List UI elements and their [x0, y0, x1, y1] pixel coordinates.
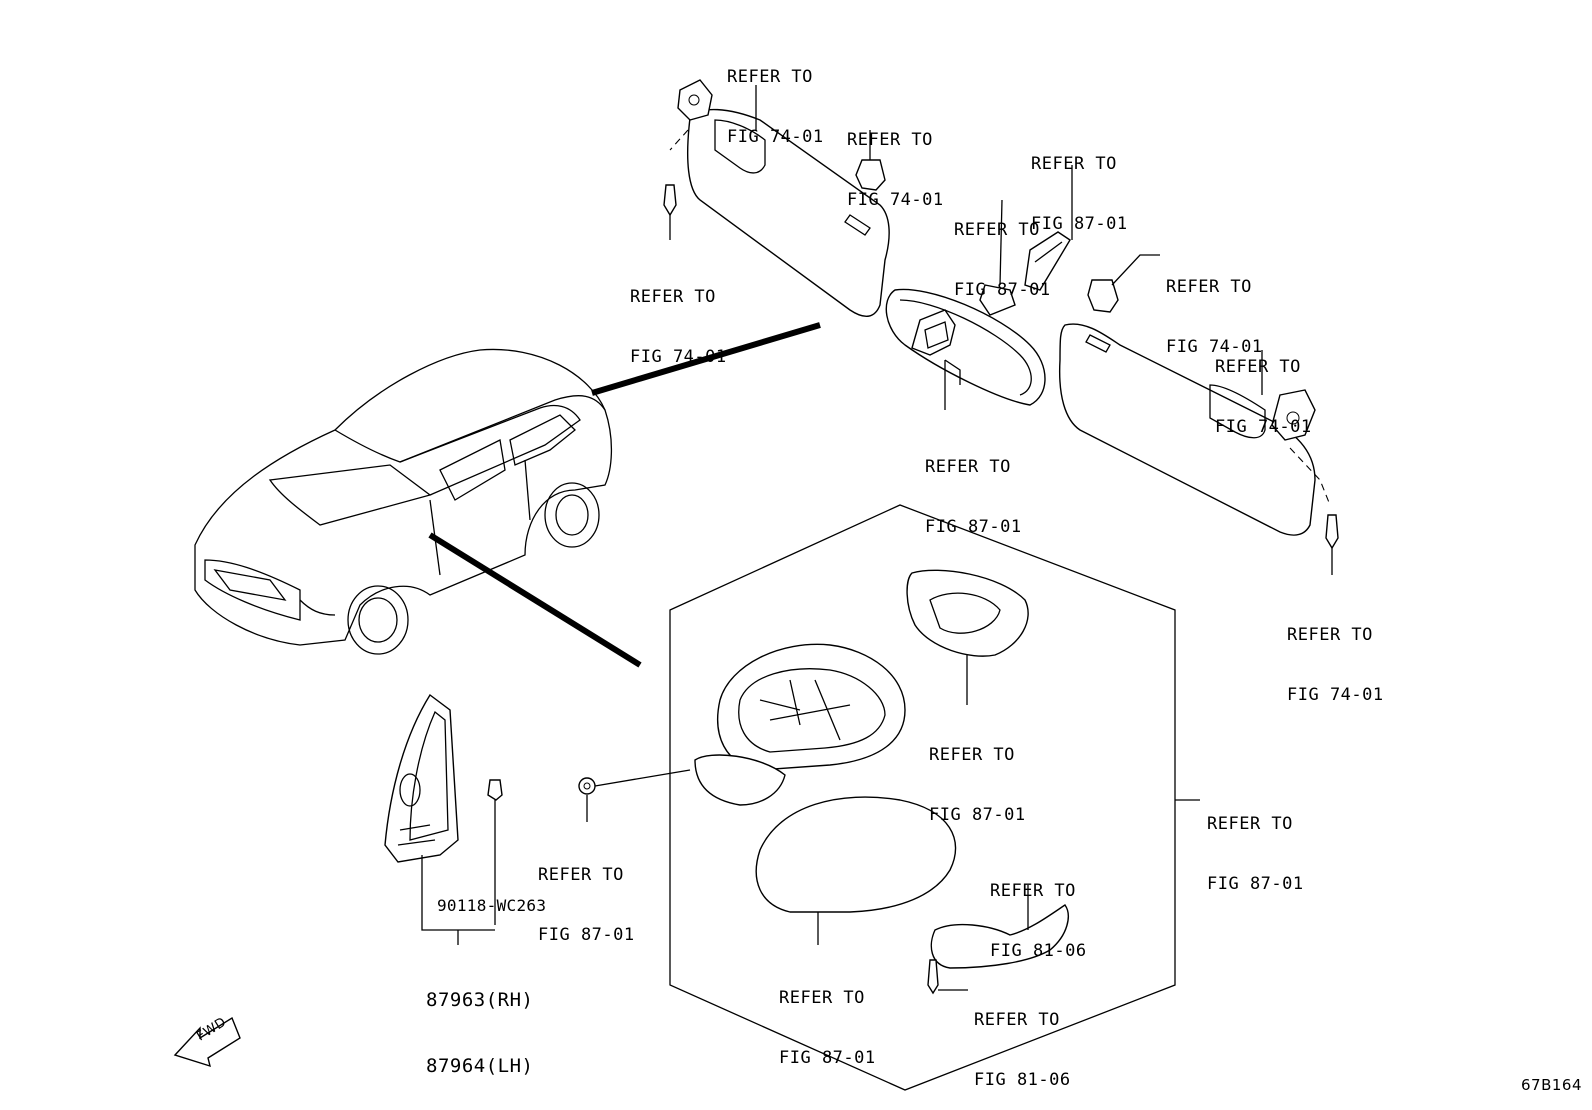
ref-text: REFER TO: [847, 130, 933, 150]
ref-text: REFER TO: [1215, 357, 1301, 377]
sun-visor-rh: [663, 79, 890, 317]
ref-text: REFER TO: [1166, 277, 1252, 297]
ref-text: REFER TO: [779, 988, 865, 1008]
ref-outer-mirror-assy[interactable]: REFER TO FIG 87-01: [1207, 774, 1304, 914]
garnish-and-clip: [384, 693, 503, 945]
ref-fig: FIG 74-01: [630, 347, 727, 367]
ref-turn-lamp-screw[interactable]: REFER TO FIG 81-06: [974, 970, 1071, 1110]
ref-fig: FIG 74-01: [1287, 685, 1384, 705]
ref-text: REFER TO: [974, 1010, 1060, 1030]
ref-visor-clip-right[interactable]: REFER TO FIG 74-01: [1166, 237, 1263, 377]
ref-fig: FIG 87-01: [538, 925, 635, 945]
ref-mirror-mount[interactable]: REFER TO FIG 87-01: [954, 180, 1051, 320]
ref-visor-rh-top[interactable]: REFER TO FIG 74-01: [727, 27, 824, 167]
ref-visor-screw-left[interactable]: REFER TO FIG 74-01: [630, 247, 727, 387]
ref-fig: FIG 87-01: [1207, 874, 1304, 894]
ref-text: REFER TO: [1031, 154, 1117, 174]
ref-visor-lh-hinge[interactable]: REFER TO FIG 74-01: [1215, 317, 1312, 457]
ref-fig: FIG 74-01: [1166, 337, 1263, 357]
outer-mirror-group: [578, 504, 1200, 1091]
ref-fig: FIG 74-01: [1215, 417, 1312, 437]
ref-text: REFER TO: [925, 457, 1011, 477]
ref-mirror-cover-top[interactable]: REFER TO FIG 87-01: [1031, 114, 1128, 254]
part-number-clip[interactable]: 90118-WC263: [437, 896, 547, 915]
ref-fig: FIG 74-01: [847, 190, 944, 210]
ref-fig: FIG 81-06: [990, 941, 1087, 961]
ref-visor-clip-left[interactable]: REFER TO FIG 74-01: [847, 90, 944, 230]
part-number-garnish[interactable]: 87963(RH) 87964(LH): [426, 945, 533, 1099]
drawing-code: 67B164: [1521, 1076, 1583, 1094]
ref-fig: FIG 87-01: [925, 517, 1022, 537]
ref-fig: FIG 87-01: [1031, 214, 1128, 234]
ref-fig: FIG 74-01: [727, 127, 824, 147]
ref-text: REFER TO: [727, 67, 813, 87]
ref-inner-mirror[interactable]: REFER TO FIG 87-01: [925, 417, 1022, 557]
ref-text: REFER TO: [929, 745, 1015, 765]
part-number-garnish-rh: 87963(RH): [426, 989, 534, 1011]
ref-text: REFER TO: [630, 287, 716, 307]
ref-mirror-nut[interactable]: REFER TO FIG 87-01: [538, 825, 635, 965]
car-illustration: [194, 322, 821, 668]
ref-text: REFER TO: [1287, 625, 1373, 645]
ref-text: REFER TO: [538, 865, 624, 885]
ref-fig: FIG 81-06: [974, 1070, 1071, 1090]
ref-fig: FIG 87-01: [929, 805, 1026, 825]
fwd-arrow: [173, 1016, 241, 1068]
ref-mirror-cap[interactable]: REFER TO FIG 87-01: [779, 948, 876, 1088]
ref-visor-screw-right[interactable]: REFER TO FIG 74-01: [1287, 585, 1384, 725]
ref-fig: FIG 87-01: [779, 1048, 876, 1068]
part-number-garnish-lh: 87964(LH): [426, 1055, 534, 1077]
ref-turn-lamp[interactable]: REFER TO FIG 81-06: [990, 841, 1087, 981]
inner-rear-view-mirror: [885, 165, 1073, 410]
sun-visor-lh: [1058, 254, 1339, 575]
ref-fig: FIG 87-01: [954, 280, 1051, 300]
ref-outer-mirror-glass[interactable]: REFER TO FIG 87-01: [929, 705, 1026, 845]
ref-text: REFER TO: [954, 220, 1040, 240]
ref-text: REFER TO: [990, 881, 1076, 901]
ref-text: REFER TO: [1207, 814, 1293, 834]
